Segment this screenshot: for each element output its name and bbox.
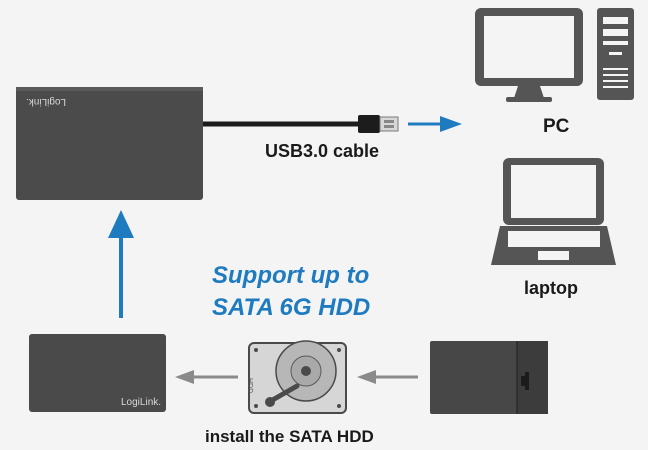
enclosure-open [430,341,548,414]
support-line-2: SATA 6G HDD [212,294,371,321]
arrow-up [108,210,134,318]
monitor-icon [475,8,583,102]
tower-icon [597,8,634,100]
laptop-label: laptop [524,278,578,298]
brand-label-top: LogiLink. [26,96,67,107]
enclosure-bottom [29,334,166,412]
hdd-label: HDD [246,378,253,394]
usb-cable-label: USB3.0 cable [265,141,380,161]
usb-cable [203,115,399,133]
hdd-icon [248,340,347,414]
arrow-open-to-hdd [357,370,418,384]
arrow-hdd-to-enclosure [175,370,238,384]
support-line-1: Support up to [212,262,370,289]
brand-label-bottom: LogiLink. [121,397,162,408]
pc-label: PC [543,116,570,137]
arrow-to-pc [408,116,462,132]
enclosure-top [16,87,203,200]
install-hdd-label: install the SATA HDD [205,427,374,446]
laptop-icon [491,158,616,265]
